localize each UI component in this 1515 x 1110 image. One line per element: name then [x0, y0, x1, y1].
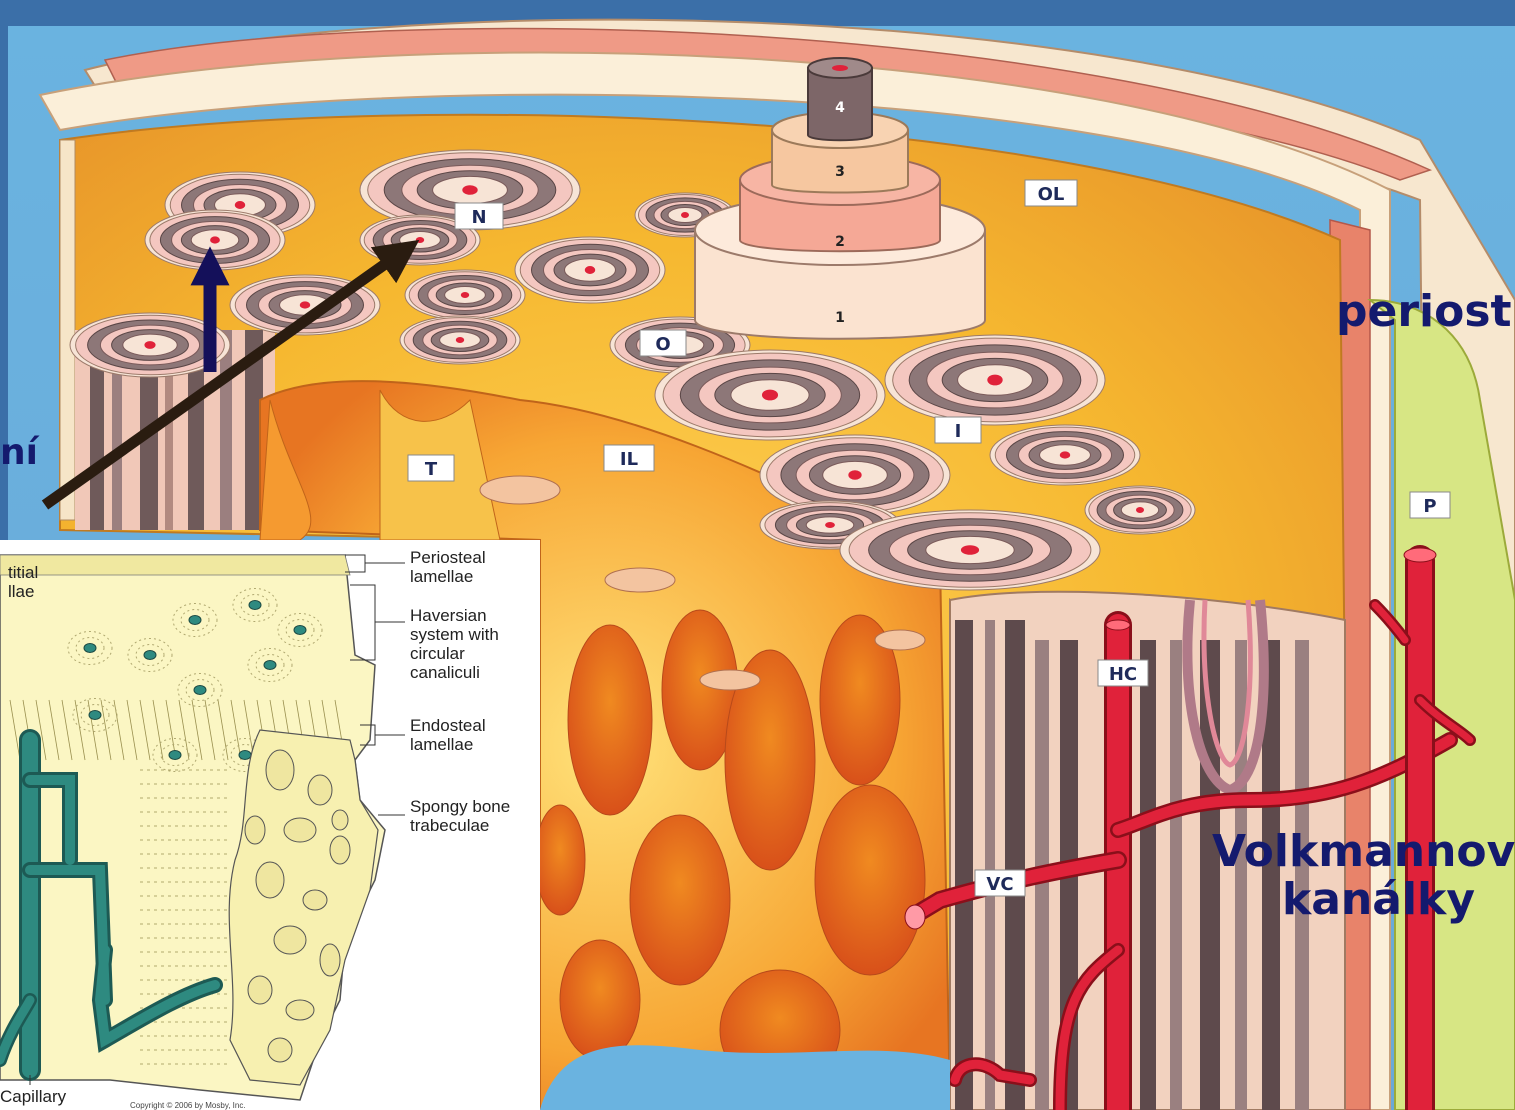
osteon — [515, 237, 665, 303]
osteon — [400, 316, 520, 364]
tag-IL: IL — [604, 445, 654, 471]
inset-spongy-label-2: trabeculae — [410, 816, 489, 835]
osteon — [145, 210, 285, 270]
osteon — [655, 350, 885, 440]
osteon — [1085, 486, 1195, 534]
tag-HC-text: HC — [1109, 664, 1137, 685]
haversian-canal — [585, 266, 596, 274]
tag-IL-text: IL — [620, 449, 638, 470]
inset-haversian-canal — [169, 751, 181, 760]
inset-haversian-label-3: circular — [410, 644, 465, 663]
inset-haversian-label-2: system with — [410, 625, 499, 644]
inset-copyright: Copyright © 2006 by Mosby, Inc. — [130, 1101, 246, 1110]
periost-label: periost — [1336, 290, 1512, 334]
haversian-canal — [1136, 507, 1144, 513]
tag-P-text: P — [1423, 496, 1436, 517]
tier-3-number: 3 — [835, 164, 845, 180]
inset-periosteal-label-2: lamellae — [410, 567, 473, 586]
inset-haversian-label-1: Haversian — [410, 606, 487, 625]
haversian-canal — [762, 390, 778, 401]
osteon — [405, 270, 525, 320]
volkmann-label-line2: kanálky — [1282, 878, 1475, 922]
haversian-canal — [681, 212, 689, 218]
tag-T-text: T — [425, 459, 438, 480]
tier-4-number: 4 — [835, 100, 845, 116]
inset-haversian-canal — [249, 601, 261, 610]
haversian-canal — [144, 341, 155, 349]
haversian-canal — [462, 185, 477, 195]
inset-capillary-label: Capillary — [0, 1087, 66, 1106]
tier-2-number: 2 — [835, 234, 845, 250]
inset-spongy-label-1: Spongy bone — [410, 797, 510, 816]
inset-haversian-canal — [239, 751, 251, 760]
haversian-canal — [987, 375, 1002, 386]
tag-OL: OL — [1025, 180, 1077, 206]
osteon — [840, 510, 1100, 590]
inset-haversian-canal — [89, 711, 101, 720]
inset-haversian-canal — [189, 616, 201, 625]
haversian-canal — [300, 301, 311, 308]
tier-1-number: 1 — [835, 310, 845, 326]
tag-O: O — [640, 330, 686, 356]
tag-O-text: O — [655, 334, 670, 355]
tag-I-text: I — [955, 421, 962, 442]
tag-HC: HC — [1098, 660, 1148, 686]
volkmann-label-line1: Volkmannov — [1212, 830, 1515, 874]
inset-periosteal-label-1: Periosteal — [410, 548, 486, 567]
osteon — [990, 425, 1140, 485]
cut-off-label: ní — [0, 435, 38, 471]
inset-endosteal-label-1: Endosteal — [410, 716, 486, 735]
haversian-canal — [848, 470, 861, 480]
inset-interstitial-label-1: titial — [8, 563, 38, 582]
tag-N: N — [455, 203, 503, 229]
haversian-canal — [461, 292, 469, 298]
inset-haversian-canal — [144, 651, 156, 660]
haversian-canal — [210, 236, 220, 243]
haversian-canal — [825, 522, 835, 528]
inset-haversian-canal — [264, 661, 276, 670]
inset-interstitial-label-2: llae — [8, 582, 34, 601]
haversian-canal — [456, 337, 464, 343]
osteon — [885, 335, 1105, 425]
tag-N-text: N — [471, 207, 486, 228]
tag-OL-text: OL — [1038, 184, 1065, 205]
inset-haversian-label-4: canaliculi — [410, 663, 480, 682]
marrow-cavity-edge — [540, 1045, 950, 1110]
tag-I: I — [935, 417, 981, 443]
inset-haversian-canal — [84, 644, 96, 653]
inset-haversian-canal — [294, 626, 306, 635]
haversian-canal — [961, 545, 979, 555]
haversian-canal — [416, 237, 424, 243]
tag-VC: VC — [975, 870, 1025, 896]
haversian-canal — [235, 201, 246, 209]
inset-endosteal-label-2: lamellae — [410, 735, 473, 754]
tag-VC-text: VC — [986, 874, 1013, 895]
tag-T: T — [408, 455, 454, 481]
inset-haversian-canal — [194, 686, 206, 695]
tag-P: P — [1410, 492, 1450, 518]
haversian-canal — [1060, 451, 1071, 458]
